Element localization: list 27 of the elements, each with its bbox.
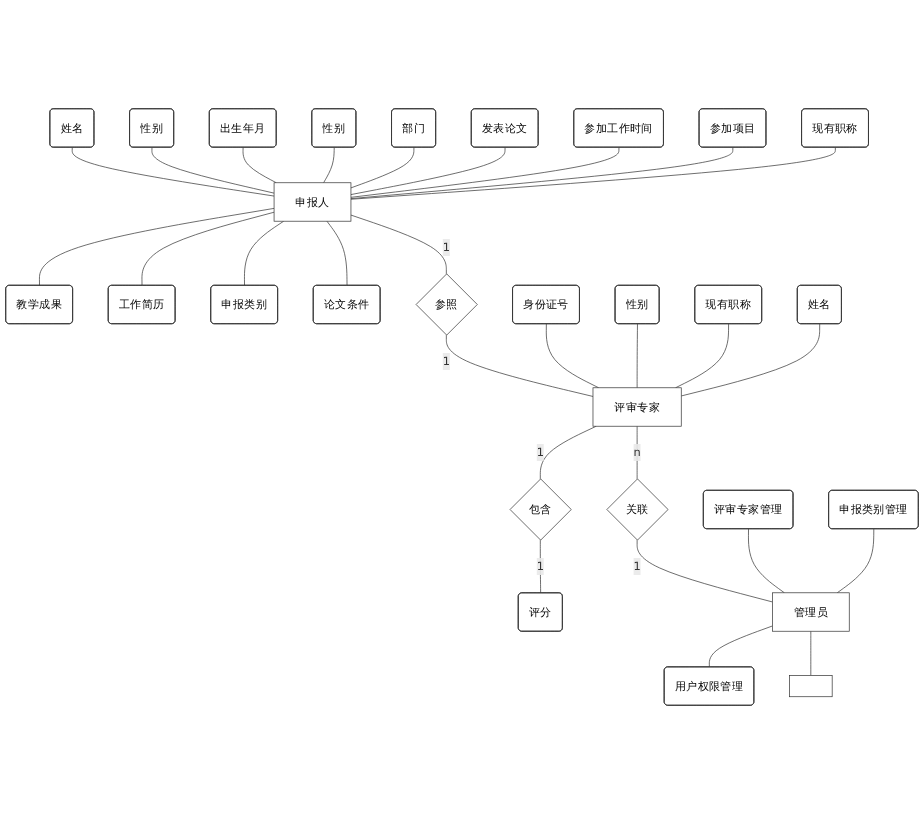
connector <box>636 425 638 480</box>
connector <box>636 323 638 389</box>
connector <box>326 220 348 286</box>
connector <box>141 211 275 286</box>
connector <box>151 147 275 194</box>
connector <box>539 425 597 480</box>
connector <box>446 334 594 397</box>
connector <box>242 147 277 184</box>
connector <box>244 220 285 286</box>
connector <box>350 147 836 200</box>
connector <box>545 323 600 389</box>
connector <box>71 147 275 197</box>
connector <box>350 147 734 199</box>
connector <box>675 323 729 389</box>
connector <box>350 214 447 275</box>
connector <box>39 208 275 286</box>
node-box <box>789 675 833 698</box>
connector <box>708 625 773 668</box>
connector <box>636 539 773 603</box>
connector <box>836 528 875 594</box>
connector <box>810 630 812 676</box>
connector <box>350 147 506 195</box>
connector <box>323 147 335 184</box>
connector <box>748 528 785 594</box>
connector <box>350 147 415 189</box>
connector <box>350 147 620 198</box>
connector <box>680 323 821 397</box>
